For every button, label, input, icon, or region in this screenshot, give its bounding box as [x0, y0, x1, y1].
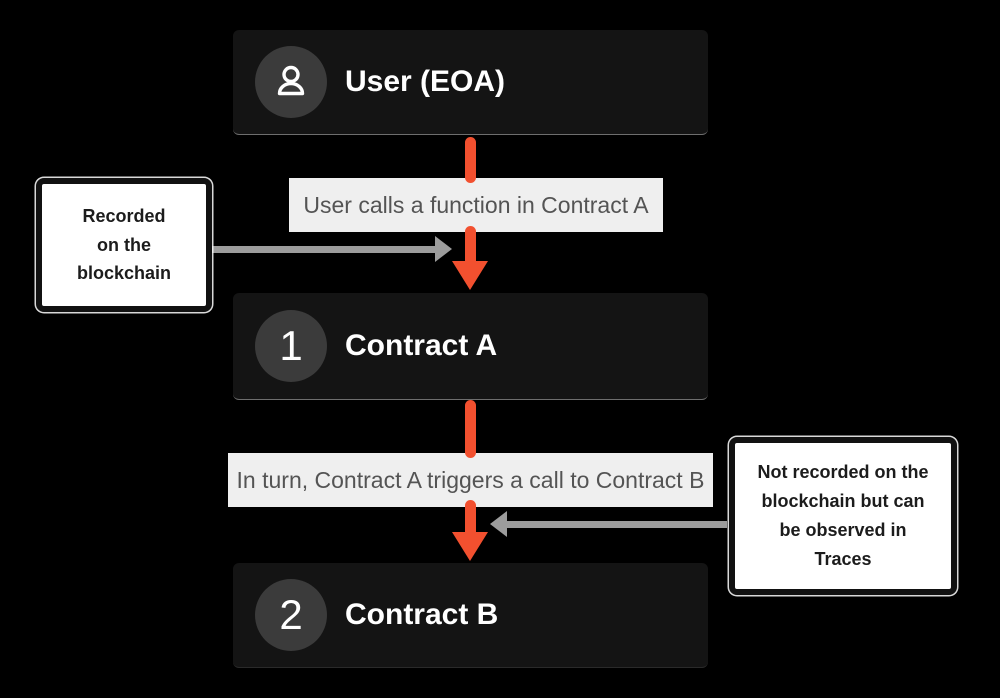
edge-label-text: User calls a function in Contract A	[303, 191, 649, 218]
step-number: 1	[279, 322, 303, 369]
flow-arrow-a-to-b-segment	[465, 500, 476, 538]
flow-arrow-a-to-b-segment	[465, 400, 476, 458]
edge-label-text: In turn, Contract A triggers a call to C…	[236, 466, 705, 493]
callout-text: Recorded on the blockchain	[76, 205, 172, 284]
step-number-badge: 1	[255, 310, 327, 382]
step-number: 2	[279, 591, 303, 638]
edge-label-a-to-b: In turn, Contract A triggers a call to C…	[228, 453, 713, 507]
node-user-eoa: User (EOA)	[233, 30, 708, 135]
flow-arrow-user-to-a-segment	[465, 137, 476, 183]
flow-arrowhead-user-to-a	[452, 261, 488, 290]
node-contract-a: 1 Contract A	[233, 293, 708, 400]
avatar	[255, 46, 327, 118]
pointer-arrowhead-right-icon	[435, 236, 452, 262]
flow-arrowhead-a-to-b	[452, 532, 488, 561]
node-label-contract-b: Contract B	[345, 598, 499, 631]
node-contract-b: 2 Contract B	[233, 563, 708, 668]
callout-text: Not recorded on the blockchain but can b…	[757, 462, 929, 569]
node-label-user: User (EOA)	[345, 65, 506, 98]
callout-recorded-on-blockchain: Recorded on the blockchain	[36, 178, 212, 312]
pointer-arrow-left-shaft	[212, 246, 436, 253]
pointer-arrow-right-shaft	[507, 521, 727, 528]
flow-arrow-user-to-a-segment	[465, 226, 476, 268]
pointer-arrowhead-left-icon	[490, 511, 507, 537]
edge-label-user-to-a: User calls a function in Contract A	[289, 178, 663, 232]
person-icon	[277, 65, 305, 96]
step-number-badge: 2	[255, 579, 327, 651]
node-label-contract-a: Contract A	[345, 329, 498, 362]
callout-not-recorded-traces: Not recorded on the blockchain but can b…	[729, 437, 957, 595]
